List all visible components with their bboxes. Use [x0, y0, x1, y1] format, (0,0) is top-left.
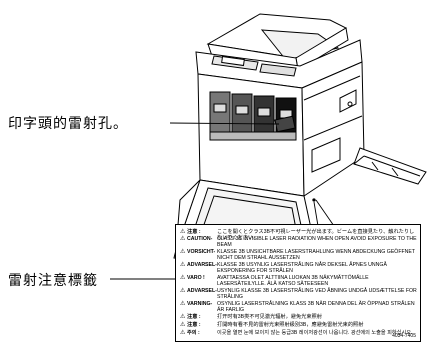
- warning-row-heading: ADVARSEL-: [187, 288, 217, 294]
- label-part-number: 4034-7405: [392, 332, 416, 339]
- warning-row-text: 打開時有看不見的雷射光束照射級別3B，應避免雷射光束的照射: [217, 322, 364, 328]
- warning-row-text: AVATTAESSA OLET ALTTIINA LUOKAN 3B NÄKYM…: [217, 275, 369, 288]
- warning-label-row: ⚠ADVARSEL-KLASSE 3B USYNLIG LASERSTRÅLIN…: [180, 262, 417, 275]
- warning-triangle-icon: ⚠: [180, 314, 186, 320]
- warning-triangle-icon: ⚠: [180, 330, 186, 336]
- warning-triangle-icon: ⚠: [180, 301, 186, 307]
- paper-tray: [353, 147, 427, 185]
- warning-label-row: ⚠VARNING- OSYNLIG LASERSTRÅLNING KLASS 3B…: [180, 301, 417, 314]
- warning-row-heading: ADVARSEL-: [187, 262, 217, 268]
- laser-warning-label: ⚠注意 :ここを開くとクラス3B不可視レーザー光が出ます。ビームを直接見たり、触…: [175, 224, 421, 342]
- warning-triangle-icon: ⚠: [180, 275, 186, 281]
- warning-triangle-icon: ⚠: [180, 229, 186, 235]
- warning-row-text: 打开时有3B类不可见激光辐射，避免光束照射: [217, 314, 322, 320]
- leader-lines: [110, 122, 335, 280]
- warning-label-row: ⚠CAUTION- CLASS 3B INVISIBLE LASER RADIAT…: [180, 236, 417, 249]
- warning-row-text: ここを開くとクラス3B不可視レーザー光が出ます。ビームを直接見たり、触れたりしな…: [217, 229, 415, 242]
- warning-row-heading: 주의 :: [187, 330, 200, 336]
- warning-triangle-icon: ⚠: [180, 249, 186, 255]
- warning-row-heading: VARNING-: [187, 301, 213, 307]
- warning-row-heading: VARO !: [187, 275, 205, 281]
- warning-label-row: ⚠注意 : ここを開くとクラス3B不可視レーザー光が出ます。ビームを直接見たり、触…: [180, 229, 417, 242]
- warning-row-text: CLASS 3B INVISIBLE LASER RADIATION WHEN …: [217, 236, 417, 249]
- warning-label-row: ⚠注意 : 打開時有看不見的雷射光束照射級別3B，應避免雷射光束的照射: [180, 322, 417, 328]
- warning-label-row: ⚠주의 : 이곳을 열면 눈에 보이지 않는 등급3B 레이저광선이 나옵니다. …: [180, 330, 417, 336]
- warning-label-row: ⚠VORSICHT-KLASSE 3B UNSICHTBARE LASERSTR…: [180, 249, 417, 262]
- warning-triangle-icon: ⚠: [180, 236, 186, 242]
- warning-row-text: OSYNLIG LASERSTRÅLNING KLASS 3B NÄR DENN…: [217, 301, 415, 314]
- scanner-body: [195, 39, 363, 89]
- warning-row-heading: VORSICHT-: [187, 249, 216, 255]
- laser-label-callout: 雷射注意標籤: [8, 273, 98, 289]
- warning-triangle-icon: ⚠: [180, 262, 186, 268]
- laser-aperture-callout: 印字頭的雷射孔。: [8, 116, 128, 132]
- warning-row-text: 이곳을 열면 눈에 보이지 않는 등급3B 레이저광선이 나옵니다. 광선에의 …: [217, 330, 413, 336]
- warning-label-row: ⚠注意 : 打开时有3B类不可见激光辐射，避免光束照射: [180, 314, 417, 320]
- warning-row-text: KLASSE 3B UNSICHTBARE LASERSTRAHLUNG WEN…: [217, 249, 415, 262]
- warning-row-heading: 注意 :: [187, 229, 201, 235]
- warning-row-heading: 注意 :: [187, 322, 201, 328]
- warning-triangle-icon: ⚠: [180, 322, 186, 328]
- warning-row-text: USYNLIG KLASSE 3B LASERSTRÅLING VED ÅBNI…: [217, 288, 417, 301]
- warning-label-row: ⚠VARO ! AVATTAESSA OLET ALTTIINA LUOKAN 3…: [180, 275, 417, 288]
- warning-row-text: KLASSE 3B USYNLIG LASERSTRÅLING NÅR DEKS…: [217, 262, 387, 275]
- warning-row-heading: 注意 :: [187, 314, 201, 320]
- laser-aperture: [274, 115, 296, 133]
- warning-triangle-icon: ⚠: [180, 288, 186, 294]
- warning-row-heading: CAUTION-: [187, 236, 213, 242]
- warning-label-row: ⚠ADVARSEL-USYNLIG KLASSE 3B LASERSTRÅLIN…: [180, 288, 417, 301]
